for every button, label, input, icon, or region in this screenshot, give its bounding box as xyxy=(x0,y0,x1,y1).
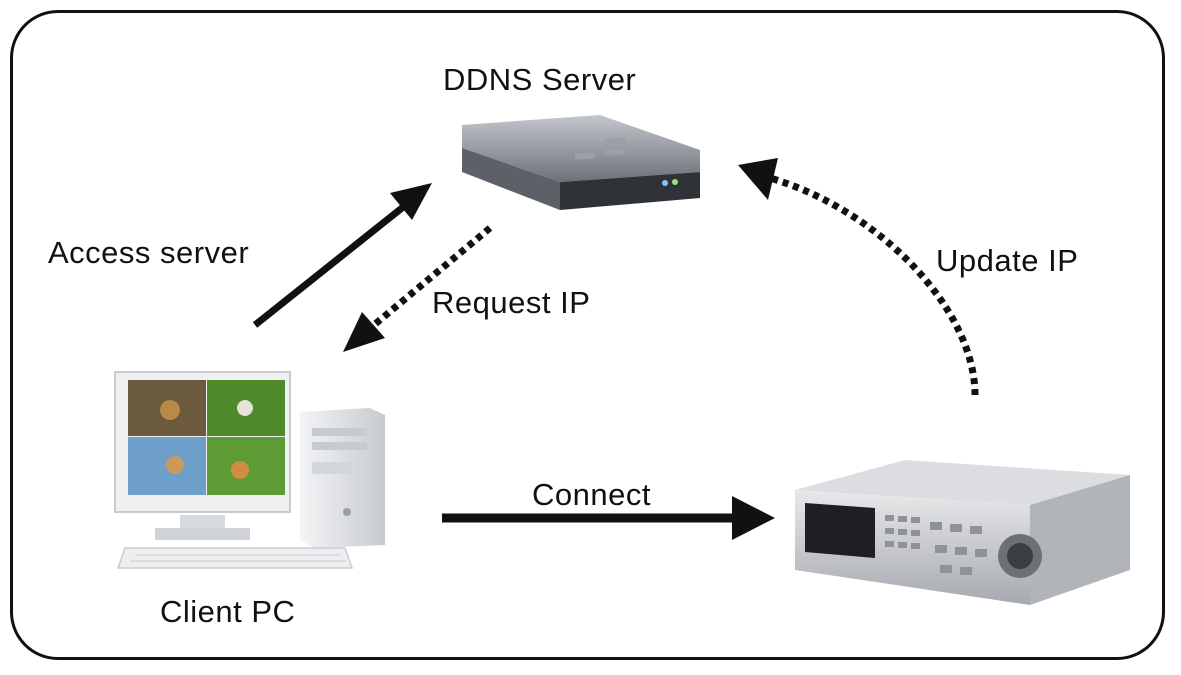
request-ip-label: Request IP xyxy=(432,285,591,320)
connect-arrowhead xyxy=(732,496,775,540)
diagram-frame xyxy=(10,10,1165,660)
ddns-server-label: DDNS Server xyxy=(443,62,637,97)
ddns-server-icon xyxy=(462,115,700,210)
request-ip-arrow xyxy=(359,225,493,338)
dvr-icon xyxy=(795,460,1130,605)
access-server-arrowhead xyxy=(390,183,432,220)
update-ip-arrow xyxy=(769,174,979,396)
update-ip-label: Update IP xyxy=(936,243,1079,278)
access-server-arrow xyxy=(252,196,416,328)
access-server-label: Access server xyxy=(48,235,250,270)
request-ip-arrowhead xyxy=(343,312,385,352)
client-pc-label: Client PC xyxy=(160,594,296,629)
update-ip-arrowhead xyxy=(738,158,778,200)
client-pc-icon xyxy=(114,371,385,569)
connect-label: Connect xyxy=(532,477,651,512)
